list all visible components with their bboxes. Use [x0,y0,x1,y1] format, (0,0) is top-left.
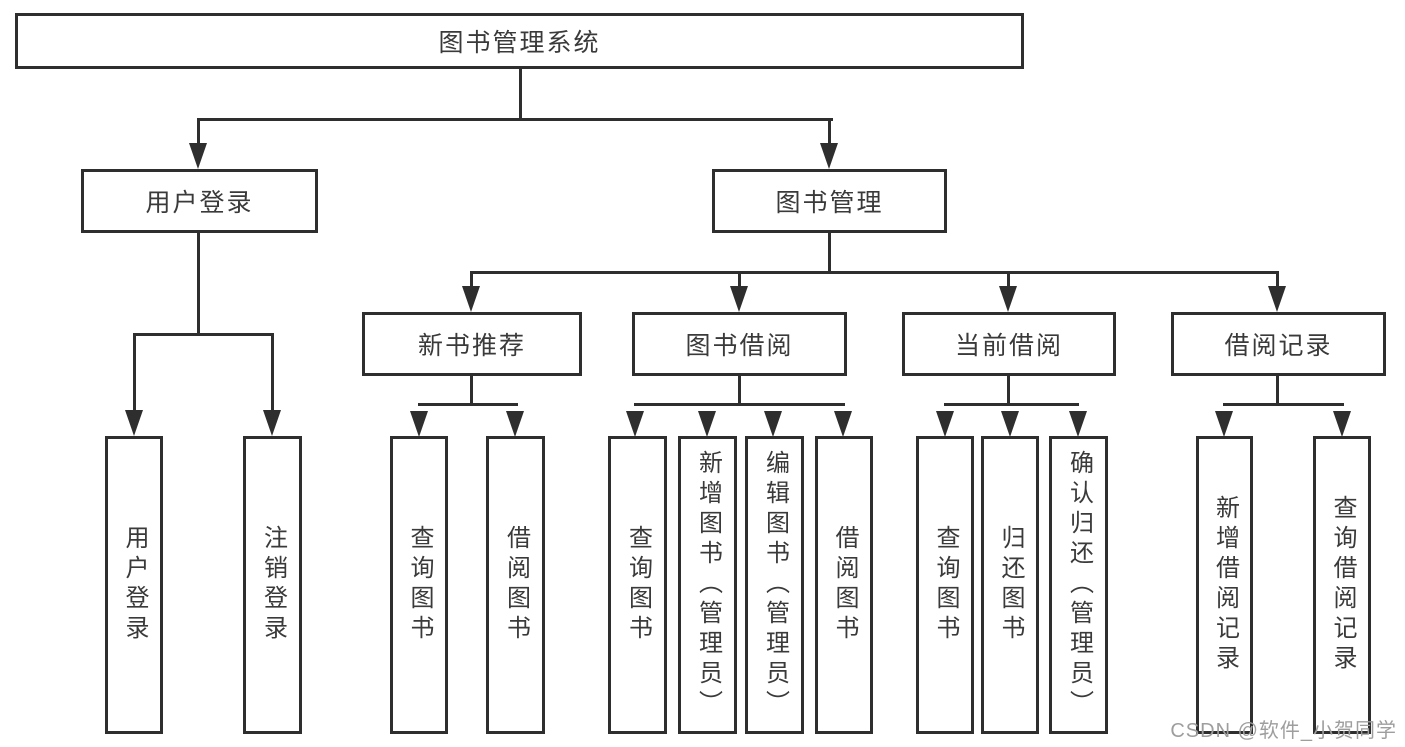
arrow-down-icon [1268,286,1286,312]
connector-line [470,376,473,406]
leaf-edit-books-admin: 编辑图书（管理员） [745,436,804,734]
arrow-down-icon [626,411,644,437]
connector-line [271,333,274,412]
connector-line [197,233,200,336]
connector-line [133,333,274,336]
arrow-down-icon [730,286,748,312]
arrow-down-icon [764,411,782,437]
leaf-logout: 注销登录 [243,436,302,734]
arrow-down-icon [820,143,838,169]
arrow-down-icon [1215,411,1233,437]
arrow-down-icon [698,411,716,437]
leaf-borrow-books-recommend: 借阅图书 [486,436,545,734]
connector-line [1223,403,1344,406]
arrow-down-icon [506,411,524,437]
connector-line [519,69,522,118]
connector-line [828,233,831,274]
leaf-add-books-admin: 新增图书（管理员） [678,436,737,734]
arrow-down-icon [125,410,143,436]
connector-line [197,118,200,146]
connector-line [133,333,136,412]
connector-line [471,271,1279,274]
node-book-management: 图书管理 [712,169,947,233]
connector-line [1007,271,1010,289]
leaf-confirm-return-admin: 确认归还（管理员） [1049,436,1108,734]
leaf-user-login: 用户登录 [105,436,163,734]
arrow-down-icon [1001,411,1019,437]
arrow-down-icon [189,143,207,169]
arrow-down-icon [1069,411,1087,437]
connector-line [828,118,831,146]
connector-line [1276,376,1279,406]
node-borrowing-records: 借阅记录 [1171,312,1386,376]
node-book-borrowing: 图书借阅 [632,312,847,376]
leaf-query-books-current: 查询图书 [916,436,974,734]
leaf-add-borrow-record: 新增借阅记录 [1196,436,1253,734]
leaf-return-books: 归还图书 [981,436,1039,734]
leaf-query-books-borrowing: 查询图书 [608,436,667,734]
connector-line [944,403,1079,406]
leaf-query-books-recommend: 查询图书 [390,436,448,734]
arrow-down-icon [834,411,852,437]
node-current-borrowing: 当前借阅 [902,312,1116,376]
watermark: CSDN @软件_小贺同学 [1170,720,1397,742]
connector-line [1007,376,1010,406]
leaf-borrow-books: 借阅图书 [815,436,873,734]
arrow-down-icon [410,411,428,437]
arrow-down-icon [999,286,1017,312]
leaf-query-borrow-record: 查询借阅记录 [1313,436,1371,734]
connector-line [634,403,845,406]
connector-line [197,118,833,121]
arrow-down-icon [1333,411,1351,437]
connector-line [738,376,741,406]
connector-line [470,271,473,289]
connector-line [418,403,518,406]
arrow-down-icon [462,286,480,312]
node-library-management-system: 图书管理系统 [15,13,1024,69]
connector-line [738,271,741,289]
node-new-book-recommendation: 新书推荐 [362,312,582,376]
arrow-down-icon [936,411,954,437]
connector-line [1276,271,1279,289]
arrow-down-icon [263,410,281,436]
node-user-login: 用户登录 [81,169,318,233]
